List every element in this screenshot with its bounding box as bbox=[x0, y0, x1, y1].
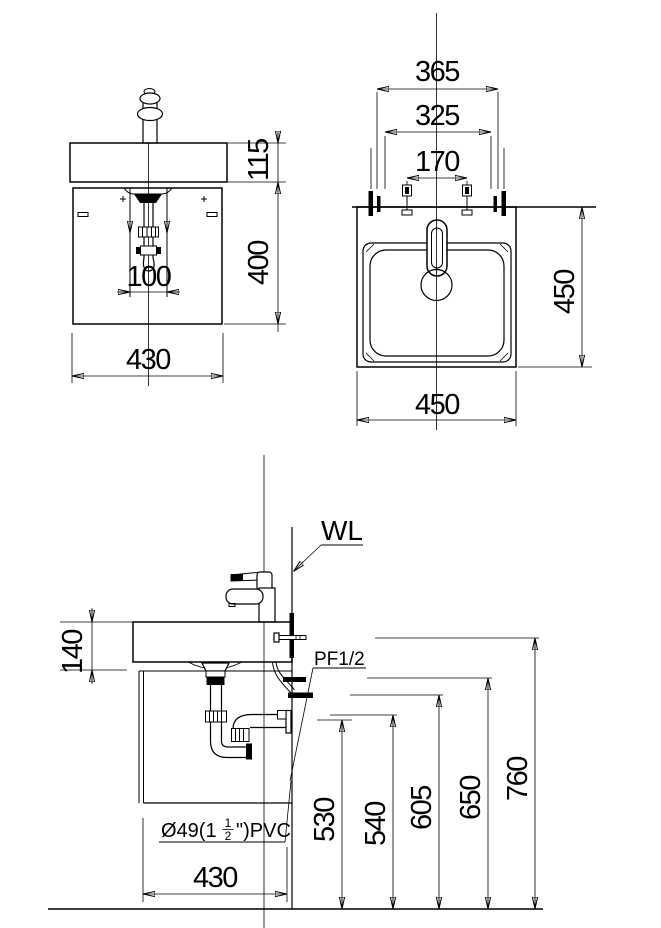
front-faucet bbox=[136, 88, 164, 144]
front-dim-115-400: 115 400 bbox=[224, 132, 286, 332]
front-drain-assembly bbox=[123, 187, 173, 272]
top-dim-170: 170 bbox=[406, 146, 468, 186]
side-supply-hose bbox=[272, 661, 295, 694]
side-dim-540-label: 540 bbox=[360, 802, 392, 846]
side-dim-430: 430 bbox=[142, 818, 288, 902]
front-cabinet bbox=[72, 187, 223, 325]
top-anchor-bolts bbox=[368, 191, 506, 216]
top-dim-170-label: 170 bbox=[415, 146, 459, 178]
side-pvc-frac-den: 2 bbox=[225, 829, 232, 843]
front-dim-100-label: 100 bbox=[127, 261, 171, 293]
side-drain-trap bbox=[201, 662, 292, 760]
front-dim-430: 430 bbox=[71, 333, 224, 383]
side-supply-stubs bbox=[283, 677, 313, 698]
side-supply-label: PF1/2 bbox=[289, 649, 366, 782]
side-pf-text: PF1/2 bbox=[314, 649, 365, 670]
side-dim-650-label: 650 bbox=[455, 776, 487, 820]
front-dim-400-label: 400 bbox=[243, 241, 275, 285]
side-dim-760-label: 760 bbox=[502, 757, 534, 801]
side-dim-140: 140 bbox=[57, 608, 133, 684]
side-wall-label: WL bbox=[294, 515, 363, 572]
front-dim-115-label: 115 bbox=[243, 139, 275, 181]
top-dim-365: 365 bbox=[370, 56, 505, 189]
front-dim-100: 100 bbox=[117, 261, 180, 293]
side-faucet bbox=[225, 571, 276, 623]
front-supply-pipes bbox=[130, 188, 167, 297]
top-supply-valve-left bbox=[401, 184, 413, 216]
side-mount-bolt bbox=[273, 632, 307, 643]
front-view: 100 115 400 430 bbox=[69, 88, 286, 386]
side-dim-605-label: 605 bbox=[406, 786, 438, 830]
side-dim-430-label: 430 bbox=[193, 862, 237, 894]
top-dim-325: 325 bbox=[384, 100, 492, 189]
top-dim-450-depth: 450 bbox=[518, 207, 592, 368]
side-view: WL 140 bbox=[48, 455, 543, 928]
side-dim-140-label: 140 bbox=[57, 630, 89, 674]
top-dim-450-width-label: 450 bbox=[415, 389, 459, 421]
side-pvc-suffix: ")PVC bbox=[236, 820, 291, 842]
top-dim-365-label: 365 bbox=[415, 56, 459, 88]
top-dim-450-width: 450 bbox=[356, 371, 517, 426]
top-supply-valve-right bbox=[461, 184, 473, 216]
top-dim-450-depth-label: 450 bbox=[549, 270, 581, 314]
side-dim-605: 605 bbox=[350, 694, 443, 909]
front-door-handles bbox=[77, 196, 218, 217]
side-dim-760: 760 bbox=[375, 637, 539, 909]
side-dim-540: 540 bbox=[330, 714, 397, 909]
side-wl-text: WL bbox=[321, 515, 363, 546]
side-dim-530: 530 bbox=[309, 719, 352, 909]
side-cabinet bbox=[138, 670, 292, 804]
front-dim-430-label: 430 bbox=[126, 344, 170, 376]
side-drain-label: Ø49(1 1 2 ")PVC bbox=[159, 780, 292, 843]
top-faucet bbox=[426, 219, 448, 277]
side-pvc-frac-num: 1 bbox=[225, 816, 232, 830]
side-counter bbox=[132, 621, 293, 663]
front-counter bbox=[69, 142, 228, 183]
side-dim-530-label: 530 bbox=[309, 798, 341, 842]
top-dim-325-label: 325 bbox=[415, 100, 459, 132]
top-view: 365 325 170 bbox=[352, 13, 596, 430]
side-dim-650: 650 bbox=[367, 677, 492, 909]
side-pvc-prefix: Ø49(1 bbox=[161, 820, 217, 842]
